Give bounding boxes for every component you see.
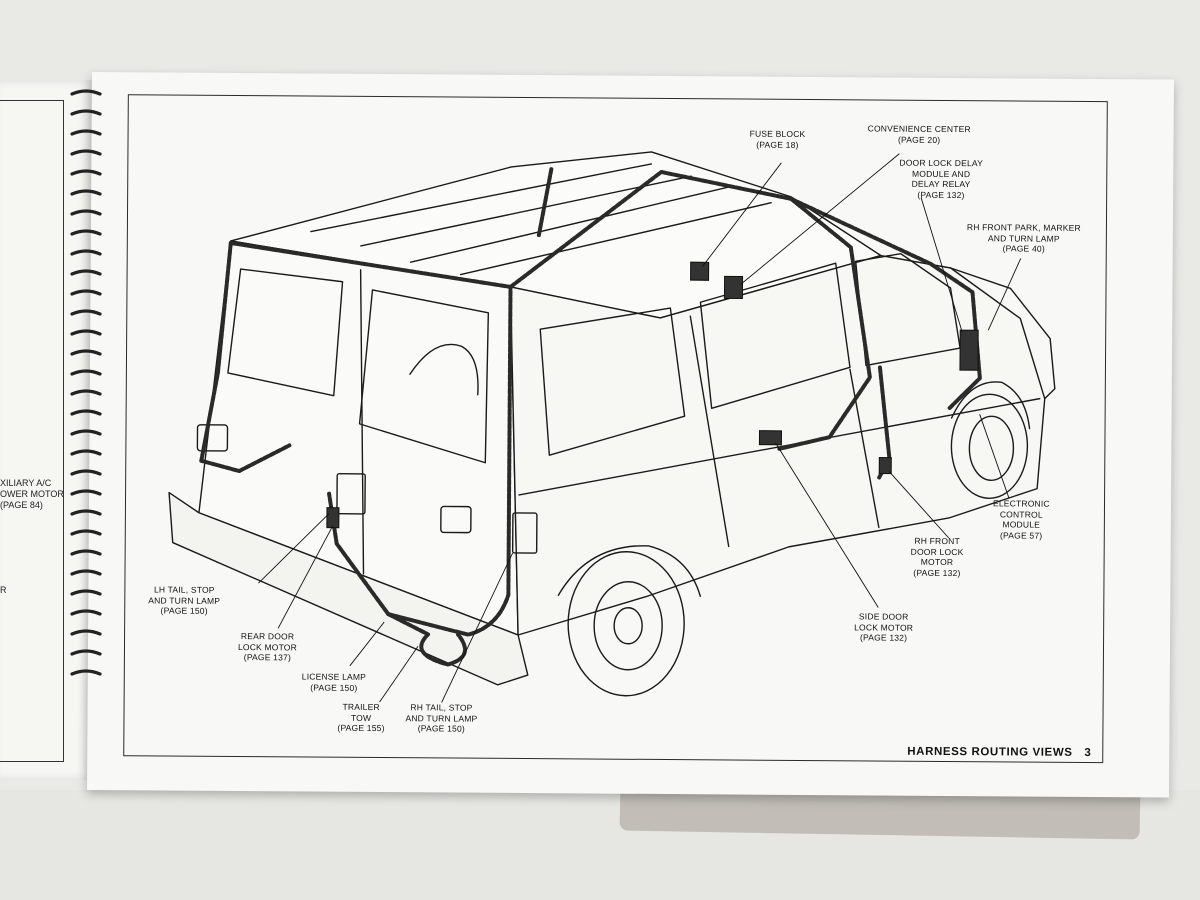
callout-trailer-tow: TRAILER TOW (PAGE 155): [337, 701, 385, 734]
callout-convenience-center: CONVENIENCE CENTER (PAGE 20): [867, 123, 971, 145]
callout-license-lamp: LICENSE LAMP (PAGE 150): [301, 671, 367, 693]
manual-page: FUSE BLOCK (PAGE 18) CONVENIENCE CENTER …: [86, 72, 1174, 798]
van-harness-illustration: [168, 151, 1056, 703]
callout-electronic-control-module: ELECTRONIC CONTROL MODULE (PAGE 57): [992, 498, 1050, 541]
previous-page-frame: [0, 100, 64, 762]
callout-rh-front-park-lamp: RH FRONT PARK, MARKER AND TURN LAMP (PAG…: [966, 222, 1081, 254]
page-number: 3: [1084, 746, 1092, 759]
section-title: HARNESS ROUTING VIEWS: [907, 745, 1073, 759]
callout-door-lock-delay: DOOR LOCK DELAY MODULE AND DELAY RELAY (…: [899, 157, 984, 200]
callout-fuse-block: FUSE BLOCK (PAGE 18): [749, 128, 806, 150]
prev-page-label-fragment: R: [0, 585, 7, 595]
callout-rh-front-door-lock-motor: RH FRONT DOOR LOCK MOTOR (PAGE 132): [910, 535, 964, 578]
callout-rear-door-lock-motor: REAR DOOR LOCK MOTOR (PAGE 137): [237, 631, 298, 663]
callout-rh-tail-lamp: RH TAIL, STOP AND TURN LAMP (PAGE 150): [405, 702, 478, 734]
callout-side-door-lock-motor: SIDE DOOR LOCK MOTOR (PAGE 132): [854, 611, 914, 643]
callout-lh-tail-lamp: LH TAIL, STOP AND TURN LAMP (PAGE 150): [148, 584, 221, 616]
spiral-binding: [70, 89, 102, 676]
previous-page: XILIARY A/C OWER MOTOR (PAGE 84) R: [0, 80, 93, 780]
prev-page-label-aux-motor: XILIARY A/C OWER MOTOR (PAGE 84): [0, 478, 64, 510]
page-footer: HARNESS ROUTING VIEWS 3: [907, 746, 1091, 759]
